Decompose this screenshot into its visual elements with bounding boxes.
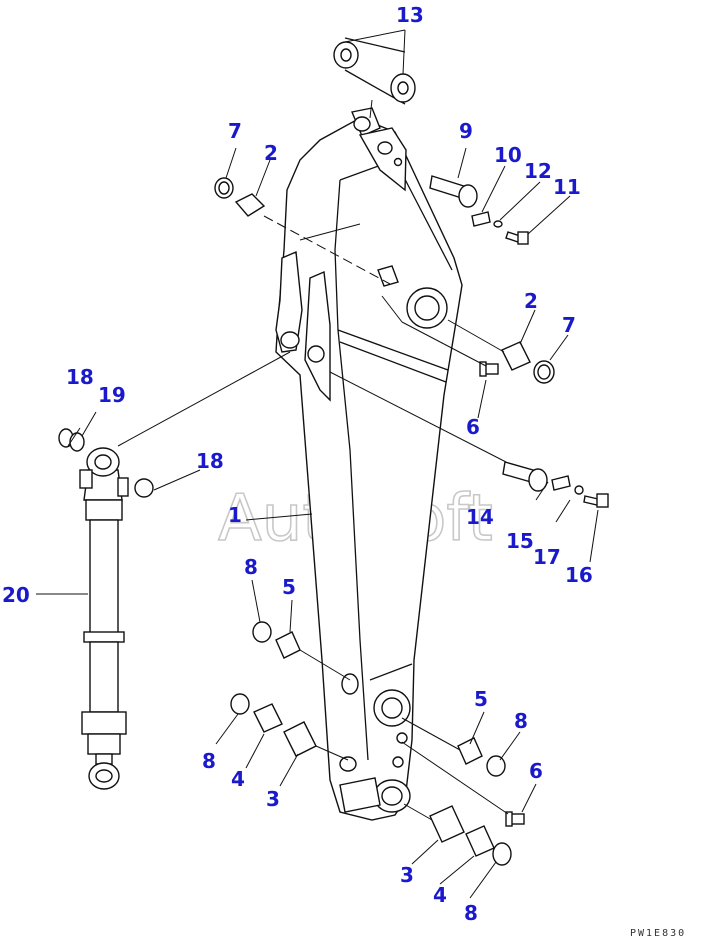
part-18-washer-right — [134, 478, 154, 498]
callout-2-right: 2 — [524, 289, 538, 313]
callout-11: 11 — [553, 175, 581, 199]
callout-6: 6 — [466, 415, 480, 439]
part-5-bushing-left — [275, 631, 301, 659]
part-16-bolt — [583, 493, 609, 508]
callout-7-right: 7 — [562, 313, 576, 337]
part-11-bolt — [505, 231, 529, 245]
callouts: 13 7 2 9 10 12 11 2 7 6 18 19 18 1 14 15… — [2, 3, 593, 925]
part-17-washer — [574, 485, 584, 495]
callout-4: 4 — [231, 767, 245, 791]
callout-7: 7 — [228, 119, 242, 143]
arm-assembly — [275, 107, 463, 821]
callout-20: 20 — [2, 583, 30, 607]
callout-8-bottom: 8 — [464, 901, 478, 925]
callout-10: 10 — [494, 143, 522, 167]
part-6-grease-fitting-upper — [479, 361, 499, 377]
part-14-pin — [502, 461, 548, 492]
callout-6-lower: 6 — [529, 759, 543, 783]
part-10-plate — [471, 211, 491, 227]
drawing-code: PW1E830 — [630, 928, 686, 939]
leader-lines — [36, 29, 599, 899]
callout-8-left: 8 — [202, 749, 216, 773]
part-2-bushing-right — [501, 341, 531, 371]
part-7-seal-right-inner — [537, 364, 551, 380]
callout-8: 8 — [244, 555, 258, 579]
part-6-grease-fitting-lower — [505, 811, 525, 827]
callout-1: 1 — [228, 503, 242, 527]
part-2-bushing-upper-left — [234, 193, 266, 217]
part-8-seal-b — [230, 693, 250, 715]
cylinder-assembly — [79, 447, 129, 790]
part-3-bushing-right — [429, 805, 465, 843]
callout-16: 16 — [565, 563, 593, 587]
part-12-washer — [493, 220, 503, 228]
part-15-plate — [551, 475, 571, 491]
callout-3: 3 — [266, 787, 280, 811]
callout-14: 14 — [466, 505, 494, 529]
part-4-bushing-right — [465, 825, 495, 857]
part-3-bushing-left — [283, 721, 317, 757]
part-9-pin — [429, 175, 478, 208]
callout-9: 9 — [459, 119, 473, 143]
callout-2: 2 — [264, 141, 278, 165]
callout-5-right: 5 — [474, 687, 488, 711]
callout-13: 13 — [396, 3, 424, 27]
callout-15: 15 — [506, 529, 534, 553]
callout-3-right: 3 — [400, 863, 414, 887]
part-8-seal-a — [252, 621, 272, 643]
callout-5: 5 — [282, 575, 296, 599]
callout-18: 18 — [66, 365, 94, 389]
part-8-seal-d — [492, 842, 512, 866]
callout-17: 17 — [533, 545, 561, 569]
part-8-seal-c — [486, 755, 506, 777]
callout-4-right: 4 — [433, 883, 447, 907]
callout-19: 19 — [98, 383, 126, 407]
part-7-seal-inner — [218, 181, 230, 195]
callout-18-right: 18 — [196, 449, 224, 473]
callout-12: 12 — [524, 159, 552, 183]
part-5-bushing-right — [457, 737, 483, 765]
part-4-bushing-left — [253, 703, 283, 733]
callout-8-right: 8 — [514, 709, 528, 733]
